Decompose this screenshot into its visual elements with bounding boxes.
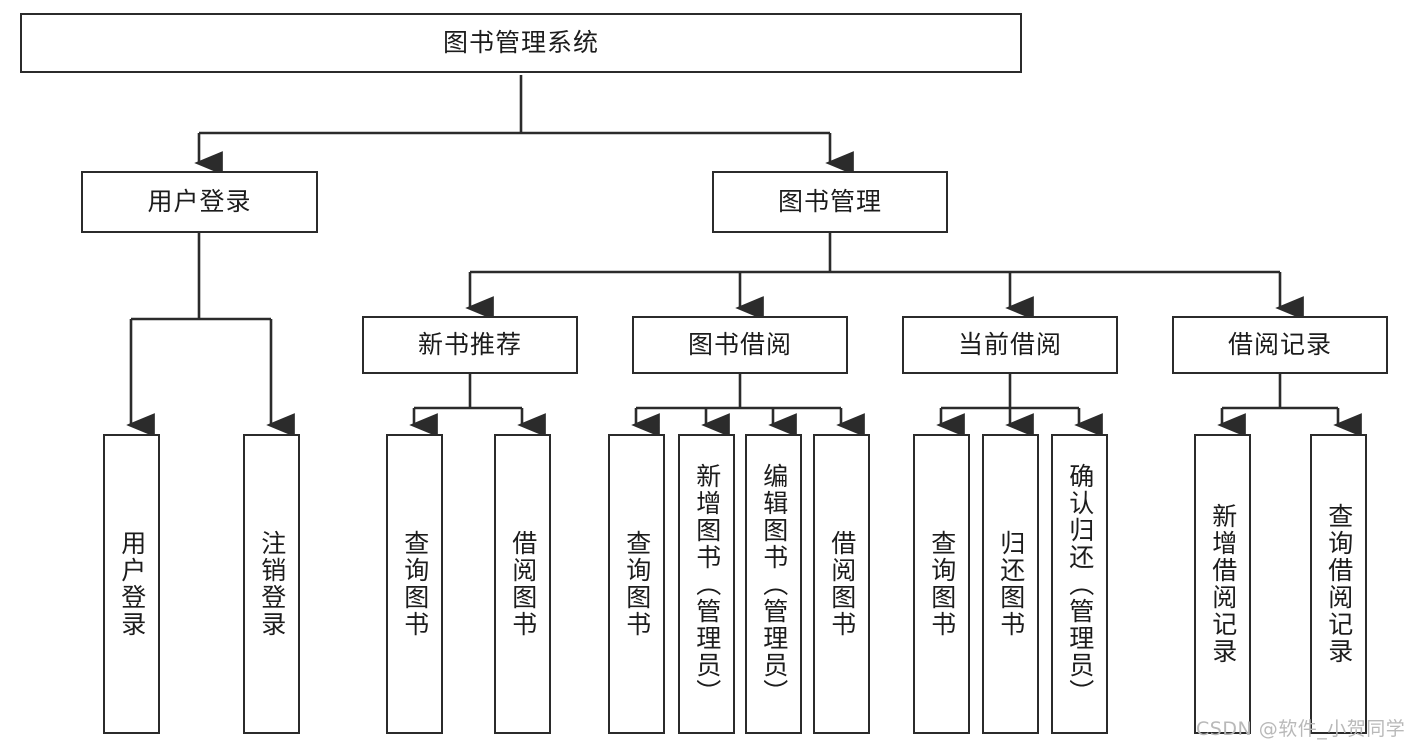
node-label: 编辑图书（管理员）	[759, 462, 789, 706]
node-label: 新增图书（管理员）	[692, 462, 722, 706]
node-label: 用户登录	[117, 530, 147, 638]
node-leaf-query-book-1[interactable]: 查询图书	[386, 434, 443, 734]
node-book-management-system[interactable]: 图书管理系统	[20, 13, 1022, 73]
node-label: 注销登录	[257, 530, 287, 638]
node-leaf-borrow-book-1[interactable]: 借阅图书	[494, 434, 551, 734]
node-label: 确认归还（管理员）	[1065, 462, 1095, 706]
node-label: 查询图书	[927, 530, 957, 638]
node-label: 新书推荐	[417, 330, 522, 360]
node-book-management[interactable]: 图书管理	[712, 171, 948, 233]
node-leaf-confirm-return[interactable]: 确认归还（管理员）	[1051, 434, 1108, 734]
node-label: 查询图书	[622, 530, 652, 638]
csdn-watermark: CSDN @软件_小贺同学	[1196, 718, 1405, 740]
node-label: 图书管理	[777, 187, 882, 217]
node-label: 图书借阅	[687, 330, 792, 360]
node-label: 借阅记录	[1227, 330, 1332, 360]
node-user-login[interactable]: 用户登录	[81, 171, 318, 233]
node-leaf-query-borrow-record[interactable]: 查询借阅记录	[1310, 434, 1367, 734]
node-label: 当前借阅	[957, 330, 1062, 360]
node-leaf-query-book-2[interactable]: 查询图书	[608, 434, 665, 734]
node-leaf-logout-login[interactable]: 注销登录	[243, 434, 300, 734]
node-leaf-add-borrow-record[interactable]: 新增借阅记录	[1194, 434, 1251, 734]
node-label: 图书管理系统	[442, 28, 599, 58]
node-label: 新增借阅记录	[1208, 503, 1238, 665]
node-label: 查询图书	[400, 530, 430, 638]
node-book-borrow[interactable]: 图书借阅	[632, 316, 848, 374]
node-borrow-record[interactable]: 借阅记录	[1172, 316, 1388, 374]
node-label: 归还图书	[996, 530, 1026, 638]
node-current-borrow[interactable]: 当前借阅	[902, 316, 1118, 374]
node-leaf-user-login[interactable]: 用户登录	[103, 434, 160, 734]
node-label: 用户登录	[147, 187, 252, 217]
node-leaf-return-book[interactable]: 归还图书	[982, 434, 1039, 734]
node-leaf-query-book-3[interactable]: 查询图书	[913, 434, 970, 734]
node-label: 借阅图书	[508, 530, 538, 638]
node-leaf-add-book[interactable]: 新增图书（管理员）	[678, 434, 735, 734]
node-leaf-borrow-book-2[interactable]: 借阅图书	[813, 434, 870, 734]
node-new-book-recommend[interactable]: 新书推荐	[362, 316, 578, 374]
node-label: 借阅图书	[827, 530, 857, 638]
node-leaf-edit-book[interactable]: 编辑图书（管理员）	[745, 434, 802, 734]
node-label: 查询借阅记录	[1324, 503, 1354, 665]
